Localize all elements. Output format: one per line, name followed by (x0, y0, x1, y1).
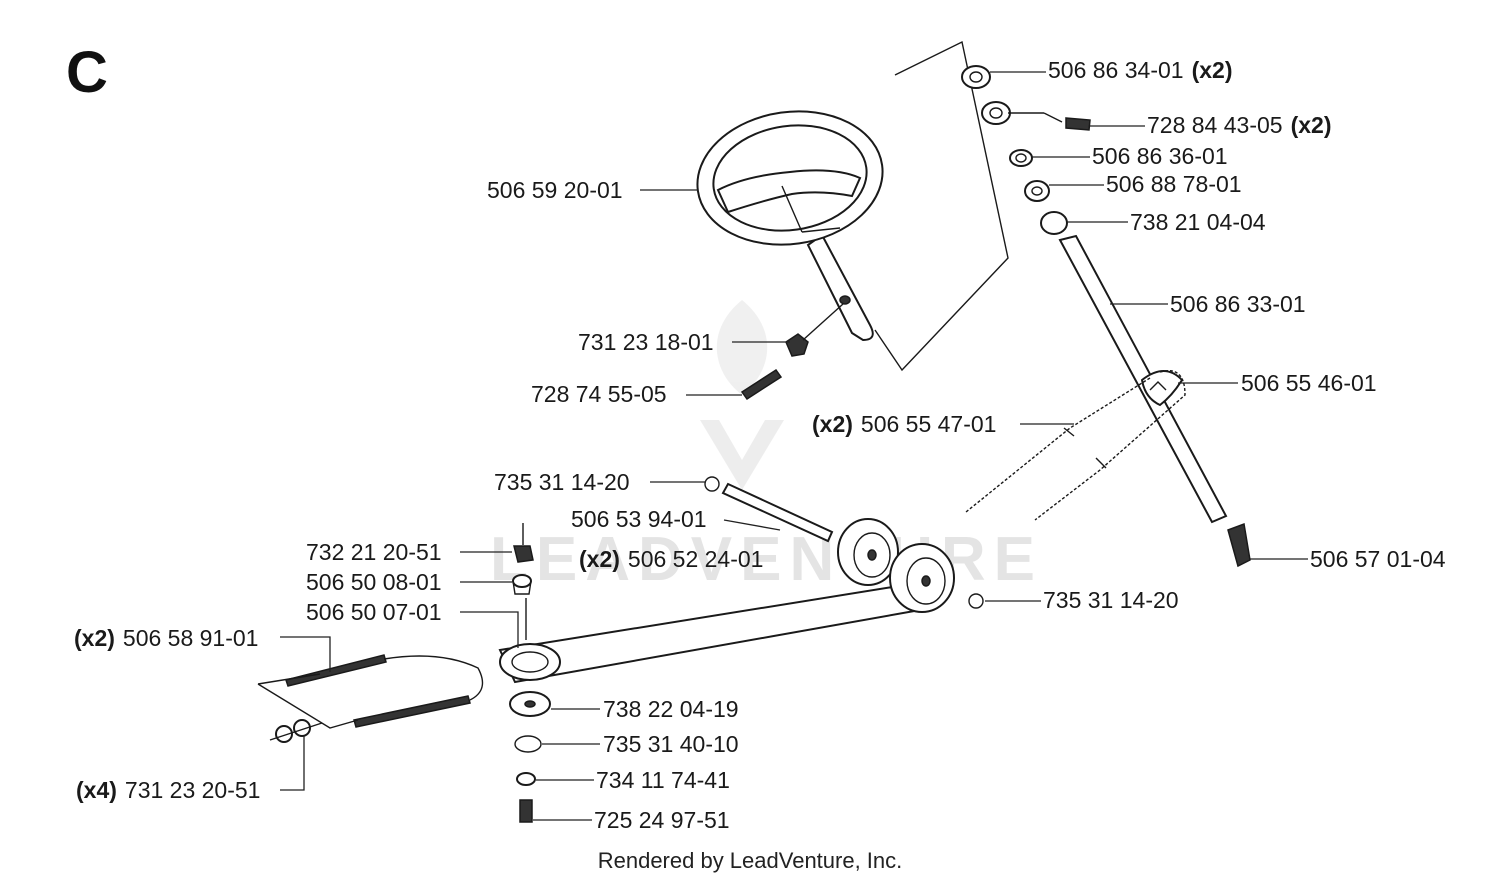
leader-lines (280, 71, 1308, 821)
upper-collars-drawing (961, 65, 1091, 235)
pulley-axle-drawing (721, 482, 834, 543)
sprocket-drawing (1140, 370, 1184, 407)
callout-labels: 506 86 34-01 (x2) 728 84 43-05 (x2) 506 86… (74, 57, 1446, 833)
part-number: 731 23 20-51 (125, 777, 261, 803)
callout-c02: 728 84 43-05 (x2) (1147, 112, 1331, 138)
quantity: (x2) (74, 625, 115, 651)
callout-c06: 506 86 33-01 (1170, 291, 1306, 317)
steering-bolt-drawing (740, 368, 783, 401)
part-number: 506 58 91-01 (123, 625, 259, 651)
callout-c03: 506 86 36-01 (1092, 143, 1228, 169)
callout-c21: 738 22 04-19 (603, 696, 739, 722)
quantity: (x4) (76, 777, 117, 803)
callout-c24: 725 24 97-51 (594, 807, 730, 833)
callout-c16: (x2) 506 52 24-01 (579, 546, 763, 572)
quantity: (x2) (812, 411, 853, 437)
callout-c10: 735 31 14-20 (1043, 587, 1179, 613)
drag-link-drawing (498, 583, 922, 684)
part-number: 506 52 24-01 (628, 546, 764, 572)
callout-c23: 734 11 74-41 (596, 767, 730, 793)
assembly-frame (874, 40, 1009, 372)
pivot-stack-drawing (499, 523, 561, 823)
callout-c20: (x2) 506 58 91-01 (74, 625, 258, 651)
steering-wheel-drawing (696, 110, 884, 342)
chain-drawing (965, 370, 1186, 521)
pulley-right-drawing (889, 543, 955, 613)
small-nuts-drawing (269, 719, 323, 743)
pulley-left-drawing (837, 518, 899, 586)
watermark-text: LEADVENTURE (490, 525, 1043, 594)
clip-upper-drawing (704, 476, 720, 492)
callout-c25: (x4) 731 23 20-51 (76, 777, 260, 803)
callout-c01: 506 86 34-01 (x2) (1048, 57, 1232, 83)
callout-c07: 506 55 46-01 (1241, 370, 1377, 396)
callout-c22: 735 31 40-10 (603, 731, 739, 757)
callout-c14: 735 31 14-20 (494, 469, 630, 495)
callout-c09: 506 57 01-04 (1310, 546, 1446, 572)
callout-c17: 732 21 20-51 (306, 539, 442, 565)
part-number: 728 84 43-05 (1147, 112, 1283, 138)
callout-c11: 506 59 20-01 (487, 177, 623, 203)
callout-c12: 731 23 18-01 (578, 329, 714, 355)
quantity: (x2) (579, 546, 620, 572)
callout-c08: (x2) 506 55 47-01 (812, 411, 996, 437)
threaded-rods-drawing (257, 654, 484, 729)
callout-c19: 506 50 07-01 (306, 599, 442, 625)
callout-c15: 506 53 94-01 (571, 506, 707, 532)
part-number: 506 86 34-01 (1048, 57, 1184, 83)
steering-nut-drawing (785, 303, 844, 357)
part-number: 506 55 47-01 (861, 411, 997, 437)
callout-c04: 506 88 78-01 (1106, 171, 1242, 197)
footer-credit: Rendered by LeadVenture, Inc. (598, 848, 903, 873)
callout-c18: 506 50 08-01 (306, 569, 442, 595)
quantity: (x2) (1192, 57, 1233, 83)
section-letter: C (66, 40, 108, 105)
parts-artwork (257, 40, 1251, 823)
quantity: (x2) (1291, 112, 1332, 138)
watermark-logo: LEADVENTURE (490, 300, 1043, 594)
clip-lower-drawing (968, 593, 984, 609)
callout-c05: 738 21 04-04 (1130, 209, 1266, 235)
callout-c13: 728 74 55-05 (531, 381, 667, 407)
